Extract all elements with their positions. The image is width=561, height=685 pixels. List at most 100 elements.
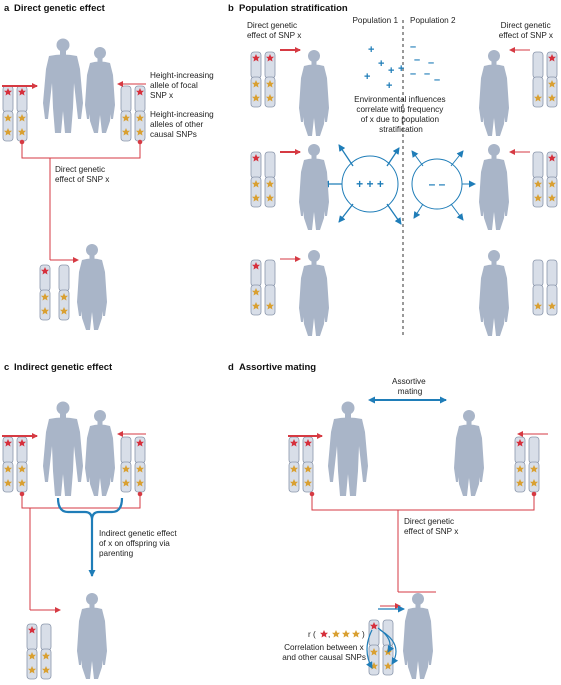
direct-effect-label-right: Direct genetic effect of SNP x bbox=[499, 21, 553, 40]
offspring-figure bbox=[403, 593, 433, 679]
scattered-signs: +++ +++ ––– ––– bbox=[364, 41, 440, 92]
assortive-mating-label: Assortive mating bbox=[392, 377, 428, 396]
other-star-icon bbox=[332, 630, 340, 638]
panel-d: d Assortive mating Assortive mating bbox=[228, 362, 548, 679]
chromosome bbox=[547, 152, 557, 207]
svg-text:+ + +: + + + bbox=[356, 177, 384, 191]
chromosome bbox=[515, 437, 525, 492]
chromosome bbox=[121, 437, 131, 492]
panel-b-letter: b bbox=[228, 3, 234, 14]
panel-d-letter: d bbox=[228, 362, 234, 373]
chromosome bbox=[40, 265, 50, 320]
chromosome bbox=[17, 437, 27, 492]
population-2-figure bbox=[479, 50, 509, 136]
offspring-figure bbox=[77, 593, 107, 679]
svg-text:+: + bbox=[398, 63, 404, 75]
correlation-formula: r ( , ) bbox=[308, 630, 365, 639]
chromosome bbox=[3, 86, 13, 141]
panel-d-title: Assortive mating bbox=[239, 362, 316, 373]
panel-a: a Direct genetic effect Height-increasin… bbox=[2, 3, 216, 330]
svg-text:– –: – – bbox=[429, 177, 446, 191]
chromosome bbox=[265, 152, 275, 207]
population-1-figure bbox=[299, 50, 329, 136]
environment-label: Environmental influences correlate with … bbox=[354, 95, 448, 134]
population-1-environment: + + + bbox=[322, 144, 402, 225]
population-1-label: Population 1 bbox=[352, 16, 398, 25]
svg-text:–: – bbox=[428, 57, 434, 69]
population-2-figure bbox=[479, 144, 509, 230]
chromosome bbox=[135, 86, 145, 141]
chromosome bbox=[547, 260, 557, 315]
population-2-environment: – – bbox=[411, 150, 476, 221]
direct-effect-label: Direct genetic effect of SNP x bbox=[404, 517, 458, 536]
panel-c-letter: c bbox=[4, 362, 9, 373]
svg-text:+: + bbox=[368, 44, 374, 56]
chromosome bbox=[3, 437, 13, 492]
indirect-effect-label: Indirect genetic effect of x on offsprin… bbox=[99, 529, 179, 558]
father-figure bbox=[328, 401, 368, 496]
other-alleles-label: Height-increasing alleles of other causa… bbox=[150, 110, 216, 139]
population-1-figure bbox=[299, 250, 329, 336]
father-figure bbox=[43, 38, 83, 133]
correlation-arrows bbox=[366, 605, 405, 669]
panel-a-title: Direct genetic effect bbox=[14, 3, 106, 14]
svg-text:,: , bbox=[328, 630, 330, 639]
svg-text:–: – bbox=[410, 41, 416, 53]
population-1-figure bbox=[299, 144, 329, 230]
svg-text:+: + bbox=[388, 65, 394, 77]
panel-a-letter: a bbox=[4, 3, 10, 14]
chromosome bbox=[17, 86, 27, 141]
svg-text:+: + bbox=[378, 58, 384, 70]
chromosome bbox=[251, 152, 261, 207]
chromosome bbox=[59, 265, 69, 320]
chromosome bbox=[533, 52, 543, 107]
chromosome bbox=[265, 52, 275, 107]
svg-text:–: – bbox=[414, 54, 420, 66]
panel-b: b Population stratification Population 1… bbox=[228, 3, 557, 336]
panel-b-title: Population stratification bbox=[239, 3, 348, 14]
offspring-figure bbox=[77, 244, 107, 330]
chromosome bbox=[547, 52, 557, 107]
chromosome bbox=[533, 152, 543, 207]
panel-c-title: Indirect genetic effect bbox=[14, 362, 113, 373]
direct-effect-label: Direct genetic effect of SNP x bbox=[247, 21, 301, 40]
population-2-figure bbox=[479, 250, 509, 336]
population-2-label: Population 2 bbox=[410, 16, 456, 25]
mother-figure bbox=[454, 410, 484, 496]
father-figure bbox=[43, 401, 83, 496]
svg-text:–: – bbox=[434, 74, 440, 86]
chromosome bbox=[135, 437, 145, 492]
chromosome bbox=[369, 620, 379, 675]
focal-star-icon bbox=[320, 630, 328, 638]
chromosome bbox=[251, 52, 261, 107]
direct-effect-arrow bbox=[280, 47, 530, 262]
chromosome bbox=[265, 260, 275, 315]
chromosome bbox=[251, 260, 261, 315]
focal-allele-label: Height-increasing allele of focal SNP x bbox=[150, 71, 216, 100]
chromosome bbox=[27, 624, 37, 679]
chromosome bbox=[121, 86, 131, 141]
other-star-icon bbox=[352, 630, 360, 638]
svg-text:): ) bbox=[362, 630, 365, 639]
chromosome bbox=[533, 260, 543, 315]
chromosome bbox=[41, 624, 51, 679]
direct-effect-arrow bbox=[288, 431, 548, 609]
svg-text:+: + bbox=[364, 71, 370, 83]
mother-figure bbox=[85, 410, 115, 496]
correlation-label: Correlation between x and other causal S… bbox=[282, 643, 366, 662]
svg-text:r (: r ( bbox=[308, 630, 316, 639]
svg-text:–: – bbox=[410, 68, 416, 80]
chromosome bbox=[303, 437, 313, 492]
chromosome bbox=[383, 620, 393, 675]
direct-effect-arrow bbox=[2, 431, 146, 613]
svg-text:–: – bbox=[424, 68, 430, 80]
mother-figure bbox=[85, 47, 115, 133]
direct-effect-label: Direct genetic effect of SNP x bbox=[55, 165, 109, 184]
parenting-effect-arrow bbox=[56, 497, 124, 577]
chromosome bbox=[529, 437, 539, 492]
panel-c: c Indirect genetic effect Indirect genet… bbox=[2, 362, 179, 679]
svg-text:+: + bbox=[386, 80, 392, 92]
chromosome bbox=[289, 437, 299, 492]
other-star-icon bbox=[342, 630, 350, 638]
